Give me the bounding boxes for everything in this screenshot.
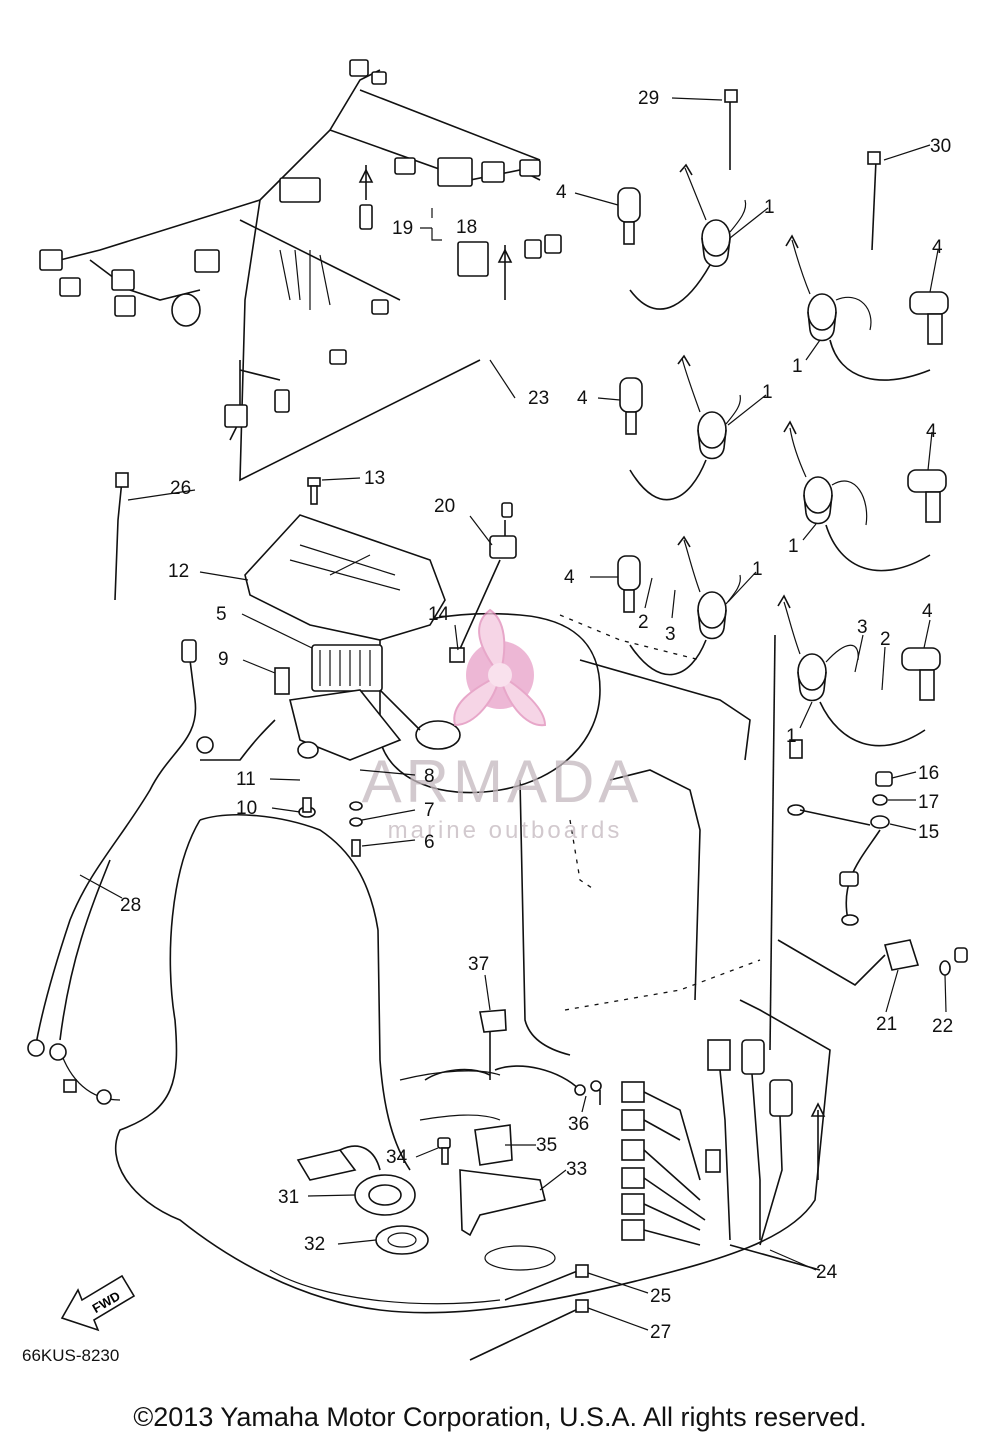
callout-4: 4 bbox=[932, 237, 943, 258]
ignition-coil-1 bbox=[629, 163, 747, 310]
watermark-brand: ARMADA bbox=[362, 748, 643, 815]
callout-29: 29 bbox=[638, 88, 659, 109]
callout-1: 1 bbox=[792, 356, 803, 377]
watermark-tagline: marine outboards bbox=[388, 817, 623, 844]
callout-25: 25 bbox=[650, 1286, 671, 1307]
ignition-coil-5 bbox=[783, 420, 931, 572]
callout-28: 28 bbox=[120, 895, 141, 916]
callout-4: 4 bbox=[926, 421, 937, 442]
callout-1: 1 bbox=[786, 726, 797, 747]
callout-2: 2 bbox=[880, 629, 891, 650]
callout-6: 6 bbox=[424, 832, 435, 853]
copyright-footer: ©2013 Yamaha Motor Corporation, U.S.A. A… bbox=[133, 1402, 867, 1432]
callout-5: 5 bbox=[216, 604, 227, 625]
callout-33: 33 bbox=[566, 1159, 587, 1180]
callout-4: 4 bbox=[922, 601, 933, 622]
callout-14: 14 bbox=[428, 604, 450, 625]
callout-20: 20 bbox=[434, 496, 455, 517]
callout-18: 18 bbox=[456, 217, 477, 238]
callout-26: 26 bbox=[170, 478, 191, 499]
callout-2: 2 bbox=[638, 612, 649, 633]
callout-34: 34 bbox=[386, 1147, 408, 1168]
callout-1: 1 bbox=[762, 382, 773, 403]
callout-1: 1 bbox=[752, 559, 763, 580]
callout-19: 19 bbox=[392, 218, 413, 239]
callout-9: 9 bbox=[218, 649, 229, 670]
callout-11: 11 bbox=[236, 769, 256, 790]
battery-cables bbox=[27, 639, 276, 1105]
fwd-arrow-icon: FWD bbox=[60, 1274, 136, 1332]
right-ground-parts bbox=[777, 739, 968, 987]
callout-7: 7 bbox=[424, 800, 435, 821]
callout-36: 36 bbox=[568, 1114, 589, 1135]
callout-21: 21 bbox=[876, 1014, 897, 1035]
callout-17: 17 bbox=[918, 792, 939, 813]
leader-lines bbox=[79, 97, 947, 1331]
callout-32: 32 bbox=[304, 1234, 325, 1255]
callout-27: 27 bbox=[650, 1322, 671, 1343]
ignition-coils bbox=[617, 163, 949, 747]
ecu-and-bracket bbox=[244, 477, 461, 857]
cable-ties bbox=[114, 89, 881, 1361]
armada-watermark: ARMADA marine outboards bbox=[362, 608, 643, 844]
callout-4: 4 bbox=[577, 388, 588, 409]
spark-plug-caps bbox=[617, 187, 949, 701]
callout-16: 16 bbox=[918, 763, 939, 784]
callout-22: 22 bbox=[932, 1016, 953, 1037]
callout-3: 3 bbox=[857, 617, 868, 638]
callout-4: 4 bbox=[564, 567, 575, 588]
ignition-coil-6 bbox=[777, 594, 926, 747]
wiring-harness bbox=[39, 59, 562, 482]
callout-35: 35 bbox=[536, 1135, 557, 1156]
callout-1: 1 bbox=[764, 197, 775, 218]
ignition-coil-4 bbox=[785, 234, 931, 381]
callout-4: 4 bbox=[556, 182, 567, 203]
callout-30: 30 bbox=[930, 136, 951, 157]
callout-labels: 29 30 4 1 4 1 19 18 23 4 1 4 13 26 20 1 … bbox=[120, 88, 953, 1343]
callout-31: 31 bbox=[278, 1187, 299, 1208]
engine-body-outline bbox=[59, 612, 831, 1314]
callout-13: 13 bbox=[364, 468, 385, 489]
callout-12: 12 bbox=[168, 561, 189, 582]
lower-connectors bbox=[296, 1009, 826, 1271]
callout-24: 24 bbox=[816, 1262, 838, 1283]
callout-1: 1 bbox=[788, 536, 799, 557]
ignition-coil-2 bbox=[629, 354, 741, 501]
part-code: 66KUS-8230 bbox=[22, 1346, 120, 1365]
callout-3: 3 bbox=[665, 624, 676, 645]
ignition-coil-3 bbox=[629, 535, 741, 676]
callout-37: 37 bbox=[468, 954, 489, 975]
callout-8: 8 bbox=[424, 766, 435, 787]
callout-15: 15 bbox=[918, 822, 939, 843]
callout-23: 23 bbox=[528, 388, 549, 409]
callout-10: 10 bbox=[236, 798, 257, 819]
